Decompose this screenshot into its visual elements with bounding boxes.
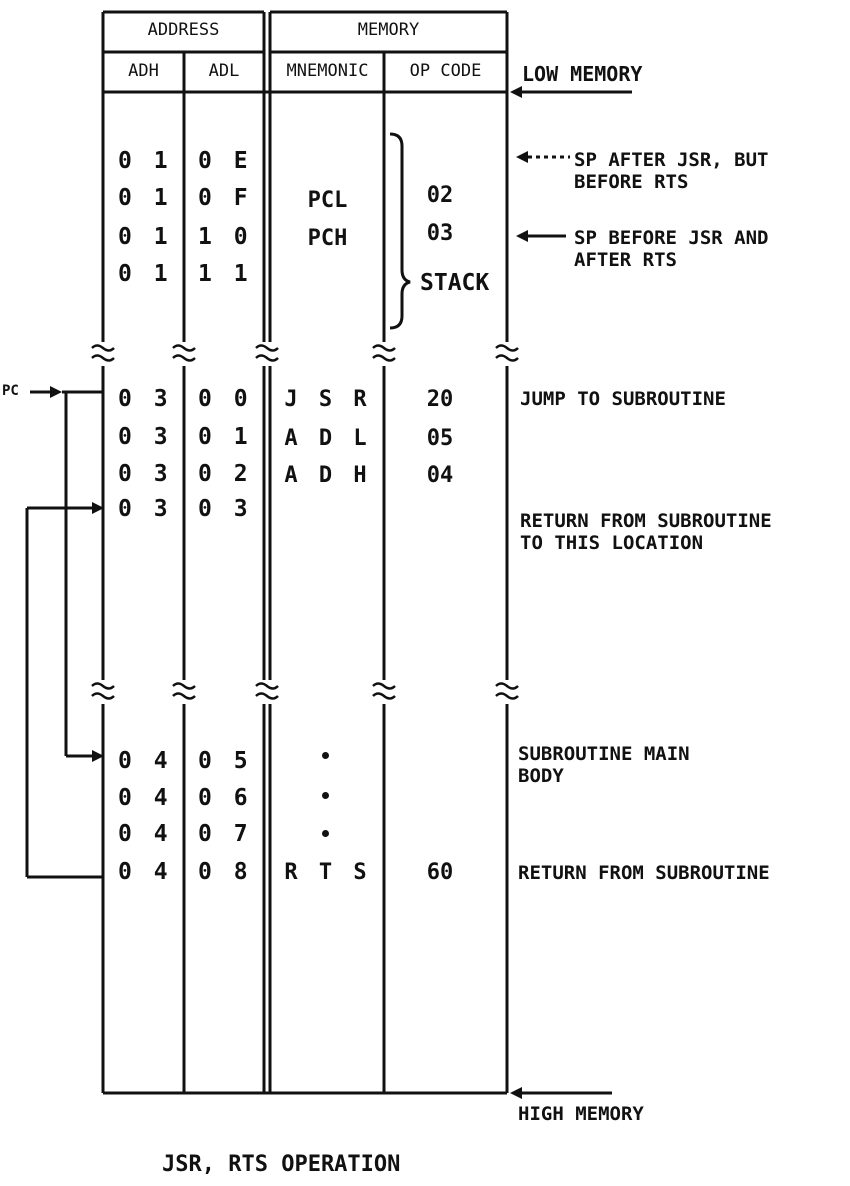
- main-adh-0: 0 3: [118, 386, 172, 412]
- opcode-header: OP CODE: [409, 61, 482, 81]
- stack-mnemonic-1: PCL: [307, 188, 348, 213]
- stack-adl-1: 0 F: [198, 185, 252, 211]
- sub-adh-0: 0 4: [118, 748, 172, 774]
- stack-adh-1: 0 1: [118, 185, 172, 211]
- sub-adl-2: 0 7: [198, 821, 252, 847]
- stack-adh-0: 0 1: [118, 148, 172, 174]
- main-adl-3: 0 3: [198, 496, 252, 522]
- main-opcode-2: 04: [426, 463, 454, 488]
- main-adl-0: 0 0: [198, 386, 252, 412]
- high-memory-label: HIGH MEMORY: [518, 1103, 644, 1125]
- jump-to-subroutine-label: JUMP TO SUBROUTINE: [520, 388, 726, 410]
- break-marks: [91, 342, 519, 704]
- main-mnemonic-1: A D L: [284, 426, 371, 451]
- stack-adl-3: 1 1: [198, 261, 252, 287]
- ellipsis-dot: [322, 830, 329, 837]
- stack-label: STACK: [420, 270, 490, 296]
- low-memory-label: LOW MEMORY: [522, 62, 643, 86]
- stack-opcode-1: 02: [426, 183, 454, 208]
- pc-label: PC: [2, 383, 19, 399]
- stack-adh-3: 0 1: [118, 261, 172, 287]
- address-header: ADDRESS: [147, 20, 220, 40]
- stack-brace: [389, 132, 411, 330]
- sp-before-jsr-label: SP BEFORE JSR AND AFTER RTS: [574, 227, 769, 271]
- memory-header: MEMORY: [357, 20, 420, 40]
- sub-adl-0: 0 5: [198, 748, 252, 774]
- sub-adh-1: 0 4: [118, 785, 172, 811]
- ellipsis-dot: [322, 792, 329, 799]
- sp-after-jsr-label: SP AFTER JSR, BUT BEFORE RTS: [574, 149, 769, 193]
- return-to-location-label: RETURN FROM SUBROUTINE TO THIS LOCATION: [520, 510, 772, 554]
- mnemonic-header: MNEMONIC: [286, 61, 369, 81]
- sub-opcode-3: 60: [426, 860, 454, 885]
- subroutine-body-label: SUBROUTINE MAIN BODY: [518, 743, 690, 787]
- main-mnemonic-0: J S R: [284, 387, 371, 412]
- sub-mnemonic-3: R T S: [284, 860, 371, 885]
- sub-adl-1: 0 6: [198, 785, 252, 811]
- stack-adl-0: 0 E: [198, 148, 252, 174]
- main-mnemonic-2: A D H: [284, 463, 371, 488]
- diagram-caption: JSR, RTS OPERATION: [162, 1152, 401, 1177]
- ellipsis-dot: [322, 752, 329, 759]
- main-opcode-1: 05: [426, 426, 454, 451]
- stack-adh-2: 0 1: [118, 224, 172, 250]
- adh-header: ADH: [128, 61, 159, 81]
- sub-adh-2: 0 4: [118, 821, 172, 847]
- stack-opcode-2: 03: [426, 221, 454, 246]
- main-adh-1: 0 3: [118, 424, 172, 450]
- stack-mnemonic-2: PCH: [307, 226, 348, 251]
- stack-adl-2: 1 0: [198, 224, 252, 250]
- sub-adl-3: 0 8: [198, 859, 252, 885]
- main-adh-2: 0 3: [118, 461, 172, 487]
- main-adh-3: 0 3: [118, 496, 172, 522]
- main-adl-1: 0 1: [198, 424, 252, 450]
- adl-header: ADL: [208, 61, 240, 81]
- sub-adh-3: 0 4: [118, 859, 172, 885]
- main-opcode-0: 20: [426, 387, 454, 412]
- main-adl-2: 0 2: [198, 461, 252, 487]
- return-from-subroutine-label: RETURN FROM SUBROUTINE: [518, 862, 770, 884]
